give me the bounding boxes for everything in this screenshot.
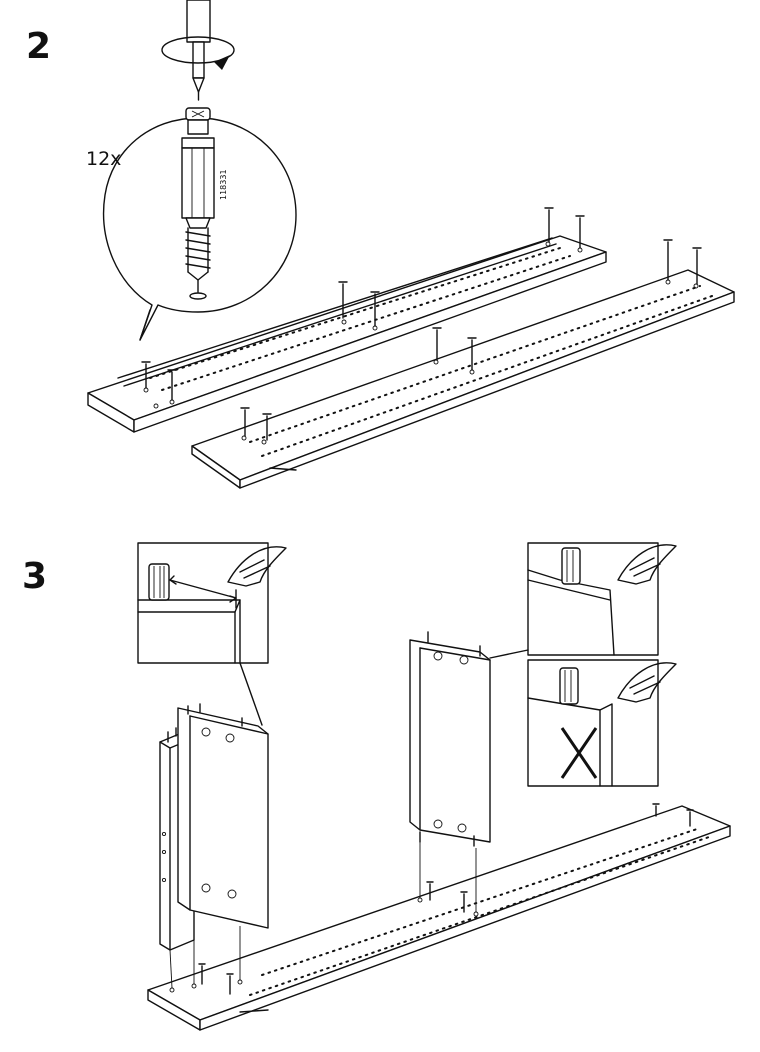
step-number-2: 2 bbox=[26, 26, 52, 67]
detail-magnifier bbox=[102, 117, 297, 341]
side-panel-wide bbox=[177, 703, 269, 929]
detail-box-correct-flush-2 bbox=[527, 542, 659, 656]
leader-line bbox=[239, 662, 263, 726]
leader-line bbox=[489, 649, 529, 659]
alignment-lines bbox=[169, 842, 477, 989]
wrong-cross-icon bbox=[560, 727, 598, 779]
step-number-3: 3 bbox=[22, 556, 48, 597]
press-hand-icon bbox=[617, 662, 677, 703]
side-panel-right bbox=[409, 631, 491, 847]
quantity-label: 12x bbox=[86, 148, 122, 170]
rail-panel-1 bbox=[87, 235, 607, 433]
screwdriver-icon bbox=[186, 0, 211, 101]
rail-panel-2 bbox=[191, 269, 735, 489]
rotation-arrow-icon bbox=[161, 36, 235, 70]
base-rail bbox=[147, 805, 731, 1031]
detail-box-correct-flush bbox=[137, 542, 269, 664]
detail-box-incorrect bbox=[527, 659, 659, 787]
press-hand-icon bbox=[227, 546, 287, 587]
press-hand-icon bbox=[617, 544, 677, 585]
part-number: 118331 bbox=[219, 169, 228, 200]
cam-bolt-icon bbox=[181, 107, 215, 300]
cam-bolts-small bbox=[141, 207, 702, 441]
cam-bolts-small bbox=[198, 803, 694, 995]
